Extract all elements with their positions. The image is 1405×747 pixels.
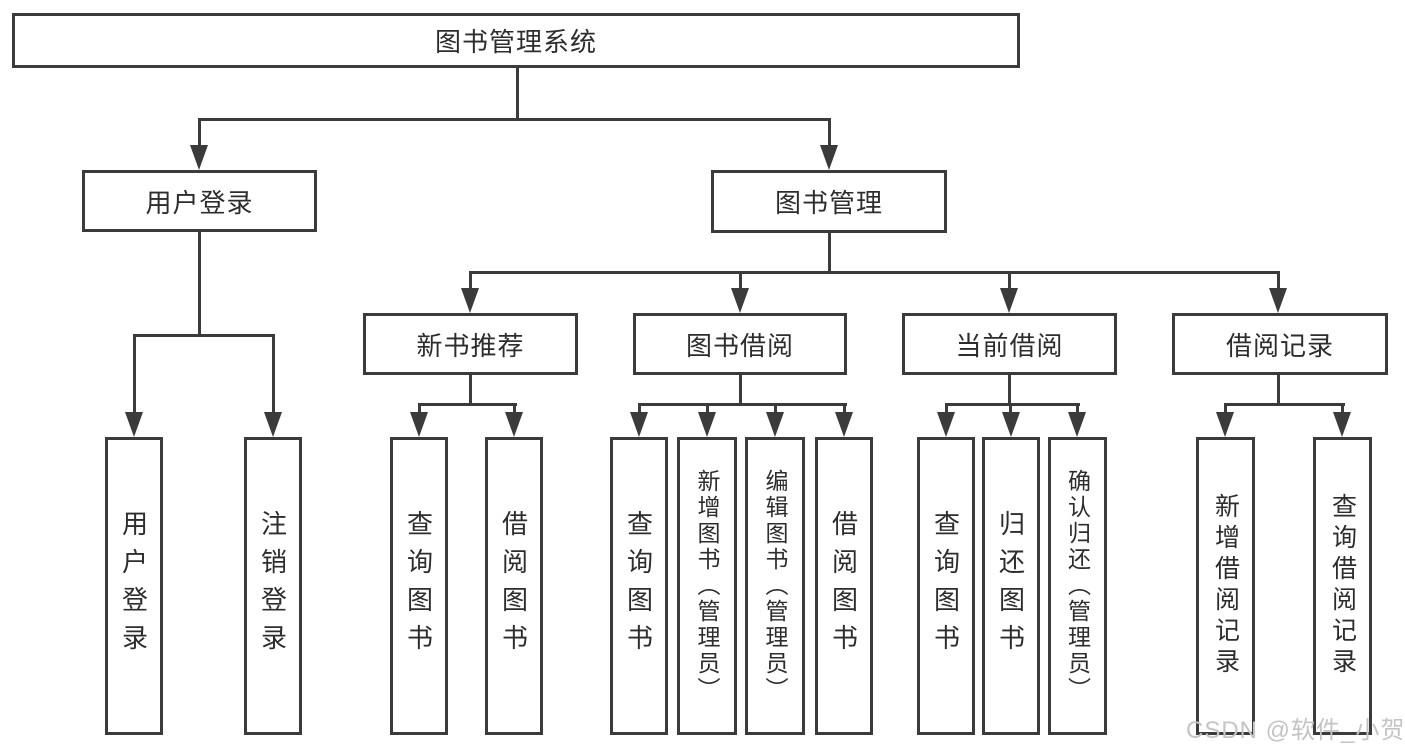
leaf-confirm-return-admin: 确认归还（管理员） bbox=[1048, 437, 1107, 735]
node-borrowing-records: 借阅记录 bbox=[1172, 313, 1388, 375]
connector-line bbox=[739, 274, 742, 290]
connector-line bbox=[469, 271, 1280, 274]
leaf-query-borrow-record: 查询借阅记录 bbox=[1313, 437, 1372, 735]
arrow-down-icon bbox=[505, 412, 523, 437]
connector-line bbox=[198, 121, 201, 151]
connector-line bbox=[133, 334, 275, 337]
connector-line bbox=[1277, 274, 1280, 290]
node-user-login: 用户登录 bbox=[82, 170, 317, 232]
arrow-down-icon bbox=[461, 288, 479, 313]
connector-line bbox=[418, 403, 517, 406]
connector-line bbox=[133, 337, 136, 415]
node-new-book-recommend: 新书推荐 bbox=[363, 313, 578, 375]
arrow-down-icon bbox=[1068, 412, 1086, 437]
connector-line bbox=[1076, 406, 1079, 416]
node-root-library-system: 图书管理系统 bbox=[12, 13, 1020, 68]
arrow-down-icon bbox=[1216, 412, 1234, 437]
connector-line bbox=[418, 406, 421, 416]
connector-line bbox=[828, 121, 831, 151]
leaf-add-book-admin: 新增图书（管理员） bbox=[677, 437, 737, 735]
arrow-down-icon bbox=[630, 412, 648, 437]
arrow-down-icon bbox=[766, 412, 784, 437]
arrow-down-icon bbox=[190, 145, 208, 170]
arrow-down-icon bbox=[125, 412, 143, 437]
arrow-down-icon bbox=[820, 145, 838, 170]
connector-line bbox=[843, 406, 846, 416]
arrow-down-icon bbox=[264, 412, 282, 437]
leaf-return-book: 归还图书 bbox=[982, 437, 1040, 735]
connector-line bbox=[516, 68, 519, 120]
leaf-borrow-book-recommend: 借阅图书 bbox=[485, 437, 543, 735]
csdn-watermark: CSDN @软件_小贺同学 bbox=[1186, 717, 1405, 744]
leaf-query-book-borrowing: 查询图书 bbox=[610, 437, 668, 735]
connector-line bbox=[945, 403, 1080, 406]
connector-line bbox=[1224, 406, 1227, 416]
connector-line bbox=[638, 403, 847, 406]
leaf-edit-book-admin: 编辑图书（管理员） bbox=[745, 437, 805, 735]
connector-line bbox=[638, 406, 641, 416]
leaf-add-borrow-record: 新增借阅记录 bbox=[1196, 437, 1255, 735]
connector-line bbox=[1009, 406, 1012, 416]
leaf-query-book-recommend: 查询图书 bbox=[390, 437, 448, 735]
connector-line bbox=[774, 406, 777, 416]
arrow-down-icon bbox=[1000, 288, 1018, 313]
node-book-management: 图书管理 bbox=[711, 170, 947, 233]
node-book-borrowing: 图书借阅 bbox=[633, 313, 847, 375]
connector-line bbox=[706, 406, 709, 416]
leaf-borrow-book: 借阅图书 bbox=[815, 437, 873, 735]
connector-line bbox=[1341, 406, 1344, 416]
connector-line bbox=[945, 406, 948, 416]
arrow-down-icon bbox=[937, 412, 955, 437]
connector-line bbox=[1224, 403, 1345, 406]
arrow-down-icon bbox=[698, 412, 716, 437]
connector-line bbox=[198, 118, 831, 121]
connector-line bbox=[198, 232, 201, 336]
leaf-user-login: 用户登录 bbox=[105, 437, 163, 735]
arrow-down-icon bbox=[1333, 412, 1351, 437]
leaf-query-book-current: 查询图书 bbox=[917, 437, 975, 735]
arrow-down-icon bbox=[835, 412, 853, 437]
connector-line bbox=[1008, 274, 1011, 290]
leaf-logout: 注销登录 bbox=[244, 437, 302, 735]
arrow-down-icon bbox=[731, 288, 749, 313]
node-current-borrowing: 当前借阅 bbox=[902, 313, 1117, 375]
connector-line bbox=[272, 337, 275, 415]
arrow-down-icon bbox=[1269, 288, 1287, 313]
connector-line bbox=[828, 233, 831, 273]
arrow-down-icon bbox=[1002, 412, 1020, 437]
connector-line bbox=[513, 406, 516, 416]
connector-line bbox=[469, 274, 472, 290]
arrow-down-icon bbox=[410, 412, 428, 437]
connector-line bbox=[739, 375, 742, 405]
connector-line bbox=[1277, 375, 1280, 405]
connector-line bbox=[469, 375, 472, 405]
connector-line bbox=[1008, 375, 1011, 405]
